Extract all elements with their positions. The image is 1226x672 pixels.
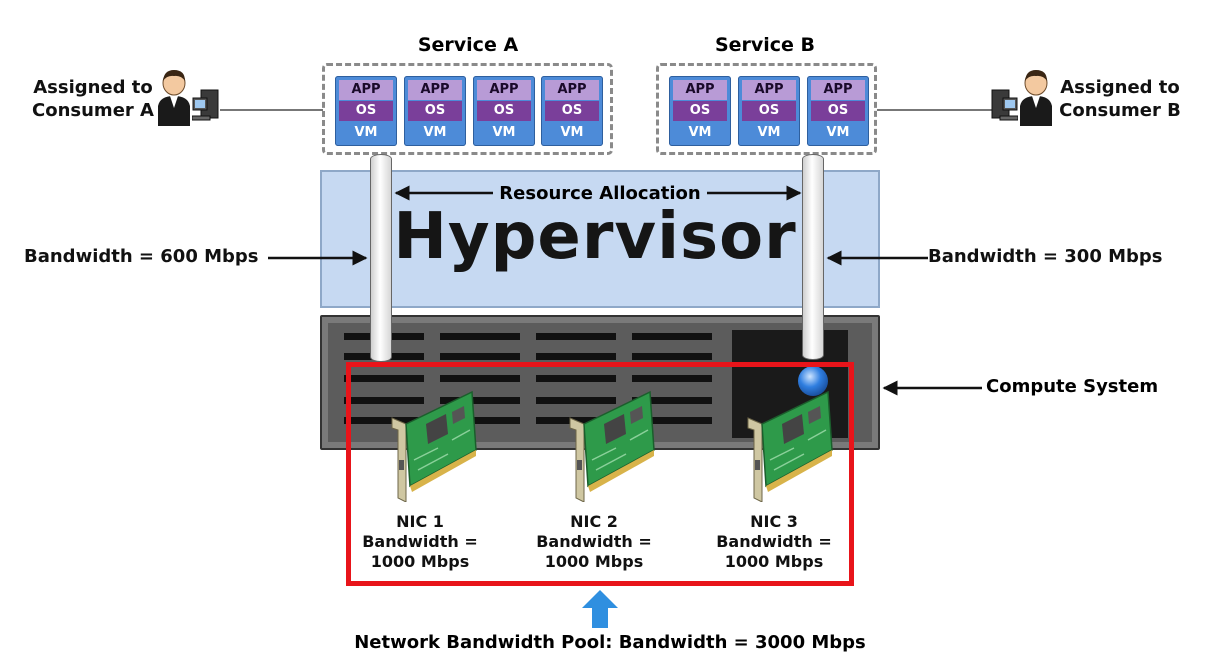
vm-tile: APP OS VM (807, 76, 869, 146)
consumer-a-label: Assigned to Consumer A (28, 76, 158, 122)
app-layer: APP (339, 80, 393, 100)
vent-slot (632, 417, 712, 424)
vm-tile: APP OS VM (404, 76, 466, 146)
user-icon (1020, 70, 1052, 126)
nic-name: NIC 2 (570, 512, 618, 531)
bandwidth-pool-label: Network Bandwidth Pool: Bandwidth = 3000… (354, 632, 866, 653)
vent-slot (536, 353, 616, 360)
app-layer: APP (545, 80, 599, 100)
nic-bandwidth-label: Bandwidth = (716, 532, 832, 551)
user-icon (158, 70, 190, 126)
computer-icon (192, 89, 219, 121)
computer-icon (991, 89, 1018, 121)
vm-tile: APP OS VM (738, 76, 800, 146)
nic-bandwidth-value: 1000 Mbps (370, 552, 470, 571)
vent-slot (440, 333, 520, 340)
vm-tile: APP OS VM (473, 76, 535, 146)
bandwidth-a-label: Bandwidth = 600 Mbps (24, 246, 259, 267)
nic-name: NIC 1 (396, 512, 444, 531)
consumer-a-line2: Consumer A (32, 100, 154, 121)
app-layer: APP (673, 80, 727, 100)
os-layer: OS (545, 101, 599, 121)
vm-layer: VM (560, 125, 584, 140)
os-layer: OS (742, 101, 796, 121)
vm-tile: APP OS VM (669, 76, 731, 146)
nic-3-label: NIC 3 Bandwidth = 1000 Mbps (699, 512, 849, 572)
consumer-b-line2: Consumer B (1059, 100, 1181, 121)
nic-2-label: NIC 2 Bandwidth = 1000 Mbps (519, 512, 669, 572)
nic-card-icon (569, 390, 655, 502)
vent-slot (536, 375, 616, 382)
vm-layer: VM (757, 125, 781, 140)
nic-card-icon (391, 390, 477, 502)
app-layer: APP (742, 80, 796, 100)
bandwidth-pool-box (346, 362, 854, 586)
nic-bandwidth-value: 1000 Mbps (724, 552, 824, 571)
nic-bandwidth-label: Bandwidth = (536, 532, 652, 551)
vent-slot (344, 417, 424, 424)
os-layer: OS (811, 101, 865, 121)
vent-slot (440, 397, 520, 404)
vent-slot (344, 397, 424, 404)
app-layer: APP (477, 80, 531, 100)
vm-tile: APP OS VM (335, 76, 397, 146)
vent-slot (344, 375, 424, 382)
vent-slot (632, 353, 712, 360)
os-layer: OS (673, 101, 727, 121)
os-layer: OS (408, 101, 462, 121)
vent-slot (536, 397, 616, 404)
hypervisor-title: Hypervisor (393, 200, 797, 274)
vent-slot (440, 375, 520, 382)
service-a-title: Service A (417, 34, 519, 56)
consumer-b-label: Assigned to Consumer B (1054, 76, 1186, 122)
consumer-a-line1: Assigned to (33, 77, 153, 98)
bandwidth-b-label: Bandwidth = 300 Mbps (928, 246, 1163, 267)
resource-allocation-label: Resource Allocation (493, 183, 707, 204)
nic-name: NIC 3 (750, 512, 798, 531)
vm-layer: VM (688, 125, 712, 140)
os-layer: OS (477, 101, 531, 121)
vent-slot (632, 375, 712, 382)
up-arrow-icon (582, 590, 618, 628)
vm-layer: VM (354, 125, 378, 140)
compute-system-label: Compute System (986, 376, 1159, 397)
bandwidth-pipe-a (370, 154, 392, 362)
vm-tile: APP OS VM (541, 76, 603, 146)
app-layer: APP (408, 80, 462, 100)
vent-slot (632, 333, 712, 340)
nic-bandwidth-label: Bandwidth = (362, 532, 478, 551)
vm-layer: VM (423, 125, 447, 140)
vent-slot (440, 353, 520, 360)
vm-layer: VM (492, 125, 516, 140)
vent-slot (440, 417, 520, 424)
service-b-group: APP OS VM APP OS VM APP OS VM (656, 63, 877, 155)
bandwidth-pipe-b (802, 154, 824, 360)
nic-bandwidth-value: 1000 Mbps (544, 552, 644, 571)
service-b-title: Service B (714, 34, 816, 56)
nic-1-label: NIC 1 Bandwidth = 1000 Mbps (345, 512, 495, 572)
vm-layer: VM (826, 125, 850, 140)
service-a-group: APP OS VM APP OS VM APP OS VM APP OS VM (322, 63, 613, 155)
vent-slot (536, 333, 616, 340)
power-led-icon (798, 366, 828, 396)
consumer-b-line1: Assigned to (1060, 77, 1180, 98)
os-layer: OS (339, 101, 393, 121)
app-layer: APP (811, 80, 865, 100)
vent-slot (632, 397, 712, 404)
nic-card-icon (747, 390, 833, 502)
